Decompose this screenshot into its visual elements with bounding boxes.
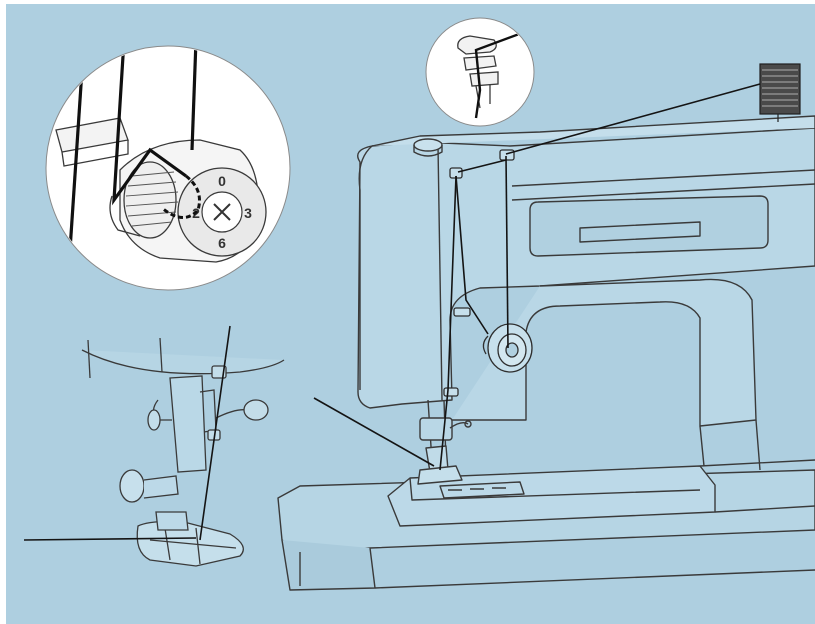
dial-digit: 3 xyxy=(244,205,252,221)
spool xyxy=(760,64,800,122)
bobbin-winder-knob xyxy=(414,139,442,151)
presser-foot-screw xyxy=(120,470,144,502)
dial-digit: 6 xyxy=(218,235,226,251)
dial-digit: 0 xyxy=(218,173,226,189)
tension-dial-face: 0 2 3 6 xyxy=(178,168,266,256)
thread-guide-closeup xyxy=(426,18,534,126)
thread-guide xyxy=(500,150,514,160)
